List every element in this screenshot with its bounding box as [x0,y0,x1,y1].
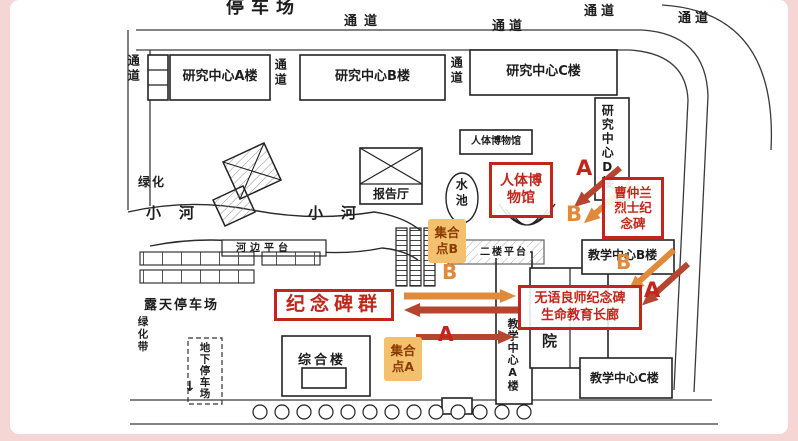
route-marker-a-3: A [438,322,454,346]
campus-map: 停车场 通道 通道 通道 通道 通道 通道 通道 研究中心A楼 研究中心B楼 研… [10,0,788,434]
martyr-box-line2: 烈士纪 [614,200,652,216]
label-passage-top-2: 通道 [492,19,527,34]
label-passage-top-3: 通道 [584,4,619,19]
route-marker-b-1: B [566,202,583,226]
annotation-monument-group-box: 纪念碑群 [274,289,394,321]
label-passage-top-4: 通道 [678,11,713,26]
label-passage-top-1: 通道 [344,14,385,29]
label-parking-lot: 停车场 [226,0,301,18]
label-passage-mid-1: 通道 [273,58,288,88]
annotation-martyr-memorial-box: 曹仲兰 烈士纪 念碑 [602,177,664,239]
martyr-box-line3: 念碑 [620,215,646,231]
route-marker-b-3: B [616,250,632,274]
annotation-corridor-box: 无语良师纪念碑 生命教育长廊 [518,285,642,330]
assembly-b-line1: 集合 [434,224,460,240]
label-lecture-hall: 报告厅 [372,187,409,201]
label-research-c: 研究中心C楼 [506,64,581,79]
corridor-box-line2: 生命教育长廊 [540,307,619,323]
label-underground-parking: 地下停车场 [198,342,211,400]
route-marker-a-2: A [644,278,661,302]
label-hospital: 院 [542,332,558,350]
assembly-b-line2: 点B [435,241,459,256]
label-teaching-a: 教学中心A楼 [506,318,520,392]
assembly-point-b-badge: 集合 点B [428,219,466,263]
label-complex-building: 综合楼 [298,353,347,368]
label-research-b: 研究中心B楼 [335,69,410,84]
martyr-box-line1: 曹仲兰 [614,184,652,200]
assembly-point-a-badge: 集合 点A [384,337,422,381]
label-pool: 水池 [454,178,469,210]
label-teaching-c: 教学中心C楼 [590,371,659,385]
label-river-right: 小河 [308,204,375,222]
corridor-box-line1: 无语良师纪念碑 [534,291,626,307]
label-river-left: 小河 [146,204,213,222]
route-marker-a-1: A [576,156,593,180]
label-green-belt: 绿化带 [136,316,149,354]
label-passage-left: 通道 [126,54,141,84]
assembly-a-line1: 集合 [390,342,416,358]
assembly-a-line2: 点A [391,359,415,374]
label-passage-mid-2: 通道 [449,56,464,86]
label-green: 绿化 [138,175,167,189]
label-open-air-parking: 露天停车场 [144,298,220,313]
annotation-body-museum-box: 人体博 物馆 [489,162,553,218]
label-riverside-platform: 河边平台 [236,243,292,254]
body-museum-box-line1: 人体博 [500,172,542,189]
route-marker-b-2: B [442,260,458,284]
body-museum-box-line2: 物馆 [507,190,535,206]
underground-parking-arrow: ↓ [184,379,196,395]
monument-group-label: 纪念碑群 [285,293,382,316]
label-research-a: 研究中心A楼 [182,69,258,84]
label-second-floor-platform: 二楼平台 [478,247,530,258]
label-body-museum-building: 人体博物馆 [471,136,521,147]
